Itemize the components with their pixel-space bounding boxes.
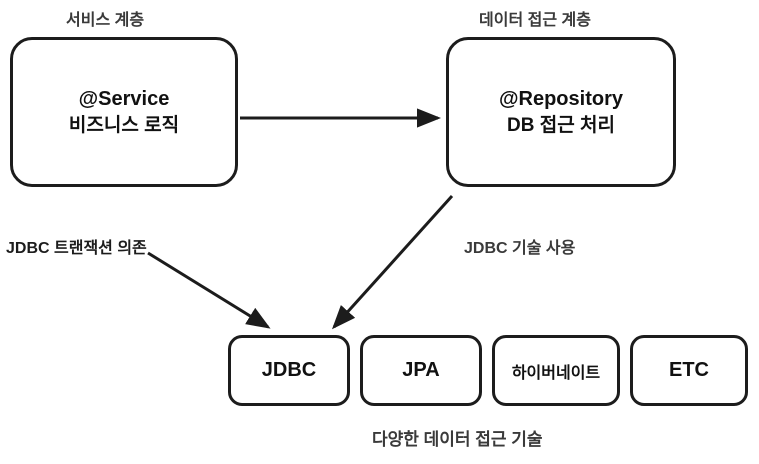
tech-box-etc[interactable]: ETC	[630, 335, 748, 406]
box-repository-title: @Repository	[499, 87, 623, 110]
layer-label-data-access: 데이터 접근 계층	[479, 12, 591, 29]
tech-box-jdbc-label: JDBC	[261, 359, 317, 381]
edge-label-jdbc-usage: JDBC 기술 사용	[464, 240, 576, 257]
box-service[interactable]: @Service 비즈니스 로직	[10, 37, 238, 187]
tech-box-hibernate[interactable]: 하이버네이트	[492, 335, 620, 406]
tech-box-hibernate-label: 하이버네이트	[511, 364, 601, 382]
tech-box-etc-label: ETC	[669, 359, 709, 381]
arrow-service-to-jdbc	[147, 251, 271, 329]
tech-box-jpa-label: JPA	[402, 359, 440, 381]
box-repository[interactable]: @Repository DB 접근 처리	[446, 37, 676, 187]
box-repository-subtitle: DB 접근 처리	[507, 114, 615, 136]
bottom-caption: 다양한 데이터 접근 기술	[372, 430, 543, 449]
box-service-title: @Service	[78, 87, 170, 110]
box-service-subtitle: 비즈니스 로직	[68, 114, 180, 136]
tech-box-jpa[interactable]: JPA	[360, 335, 482, 406]
edge-label-jdbc-transaction-dependency: JDBC 트랜잭션 의존	[6, 240, 147, 257]
tech-box-jdbc[interactable]: JDBC	[228, 335, 350, 406]
arrow-repository-to-jdbc	[331, 194, 454, 330]
layer-label-service: 서비스 계층	[66, 12, 145, 29]
